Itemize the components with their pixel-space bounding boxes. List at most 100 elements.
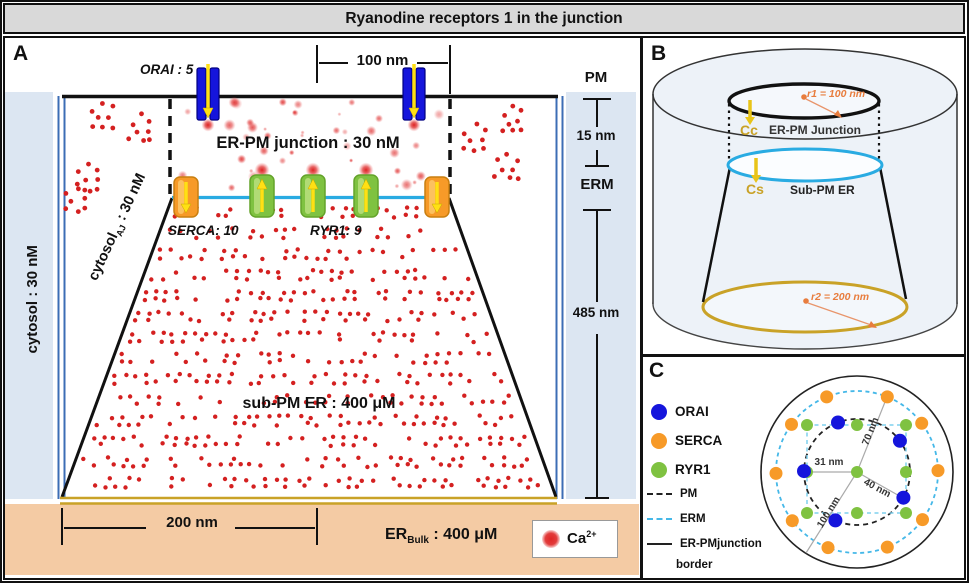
serca-arrowhead	[431, 203, 443, 214]
ca-ion-dot	[411, 360, 416, 365]
ca-ion-dot	[207, 482, 213, 488]
ca-ion-dot	[275, 270, 281, 275]
ca-ion-dot	[232, 476, 237, 482]
ca-ion-blob	[278, 98, 287, 107]
ca-ion-dot	[236, 289, 241, 294]
ca-ion-dot	[162, 298, 167, 303]
ca-ion-dot	[95, 115, 101, 120]
ca-ion-dot	[173, 463, 178, 468]
ca-ion-dot	[435, 352, 440, 357]
ca-ion-blob	[201, 118, 215, 132]
r2-annotation: r2 = 200 nm	[811, 291, 870, 303]
ca-ion-dot	[120, 415, 125, 420]
ca-ion-dot	[175, 295, 180, 301]
ryr1-dot	[900, 419, 912, 431]
legend-serca-label: SERCA	[675, 432, 723, 448]
ca-ion-dot	[110, 103, 116, 109]
ca-ion-dot	[407, 483, 412, 489]
ca-ion-dot	[260, 290, 265, 296]
ca-ion-dot	[305, 275, 310, 281]
ca-ion-dot	[153, 379, 158, 384]
ca-ion-dot	[230, 337, 235, 343]
ca-ion-blob	[263, 127, 268, 132]
ca-ion-dot	[525, 485, 531, 490]
ca-ion-dot	[393, 413, 398, 418]
ca-ion-dot	[477, 413, 482, 418]
ca-ion-dot	[322, 436, 327, 442]
ca-ion-dot	[146, 394, 151, 399]
ca-ion-dot	[422, 477, 427, 483]
ca-ion-dot	[375, 378, 380, 384]
ca-ion-dot	[194, 351, 200, 356]
ca-ion-dot	[235, 441, 240, 447]
ca-ion-dot	[519, 463, 524, 468]
ca-ion-dot	[139, 111, 144, 117]
ca-ion-dot	[146, 317, 151, 323]
ca-ion-dot	[232, 360, 237, 366]
ca-ion-dot	[416, 317, 421, 322]
ca-ion-blob	[263, 131, 272, 140]
ca-ion-dot	[163, 289, 168, 295]
ca-ion-dot	[325, 226, 330, 232]
serca-arrowhead	[180, 203, 192, 214]
ca-ion-dot	[273, 227, 279, 233]
ca-ion-dot	[215, 235, 221, 240]
ca-ion-dot	[234, 296, 240, 302]
ca-ion-dot	[167, 227, 173, 232]
ca-ion-dot	[280, 463, 285, 468]
ca-ion-dot	[218, 462, 223, 467]
ca-ion-icon	[542, 530, 560, 548]
ca-ion-dot	[109, 416, 115, 421]
ca-ion-dot	[156, 309, 161, 315]
ca-ion-dot	[234, 268, 240, 274]
ca-ion-dot	[466, 276, 471, 282]
ca-ion-dot	[498, 379, 504, 384]
ca-ion-dot	[223, 332, 229, 337]
ca-ion-dot	[288, 298, 294, 303]
ca-ion-dot	[260, 256, 265, 262]
ca-ion-dot	[449, 482, 454, 488]
ca-ion-dot	[343, 318, 348, 323]
ca-ion-dot	[196, 318, 202, 324]
ca-ion-dot	[482, 455, 487, 461]
ca-ion-dot	[438, 462, 444, 467]
ca-ion-dot	[242, 254, 248, 259]
ca-ion-dot	[307, 476, 312, 481]
ca-ion-dot	[250, 229, 256, 234]
ca-ion-dot	[326, 393, 332, 399]
ca-ion-dot	[265, 441, 271, 446]
ca-ion-dot	[431, 247, 436, 253]
ca-ion-dot	[483, 421, 488, 426]
ca-ion-dot	[160, 277, 166, 282]
ca-ion-dot	[112, 381, 117, 386]
ca-ion-dot	[438, 436, 444, 441]
ca-ion-dot	[231, 456, 237, 461]
ca-ion-dot	[382, 269, 387, 274]
ca-ion-dot	[284, 249, 289, 254]
serca-dot	[880, 540, 894, 554]
legend-item-serca: SERCA	[651, 433, 722, 449]
ca-ion-dot	[213, 441, 218, 447]
ca-ion-dot	[168, 456, 173, 461]
ca-ion-dot	[134, 129, 140, 135]
ca-ion-dot	[498, 415, 504, 421]
ca-ion-dot	[427, 372, 432, 377]
ca-ion-dot	[323, 371, 329, 377]
ca-ion-dot	[98, 441, 104, 446]
panel-c-label: C	[649, 359, 665, 382]
ca-ion-dot	[510, 167, 515, 173]
legend-border-label2: border	[676, 559, 713, 571]
ca-ion-dot	[385, 318, 390, 324]
ca-ion-dot	[506, 475, 511, 481]
ca-ion-dot	[285, 309, 290, 314]
ca-ion-dot	[344, 226, 349, 231]
orai-dot	[896, 490, 911, 505]
ca-ion-dot	[411, 421, 417, 427]
ca-ion-dot	[419, 401, 424, 406]
ca-ion-dot	[413, 276, 418, 281]
ca-ion-dot	[285, 330, 290, 335]
serca-dot	[785, 417, 798, 431]
ca-ion-dot	[178, 228, 183, 234]
ca-ion-dot	[342, 381, 347, 386]
er-bulk-sub: Bulk	[407, 535, 429, 547]
